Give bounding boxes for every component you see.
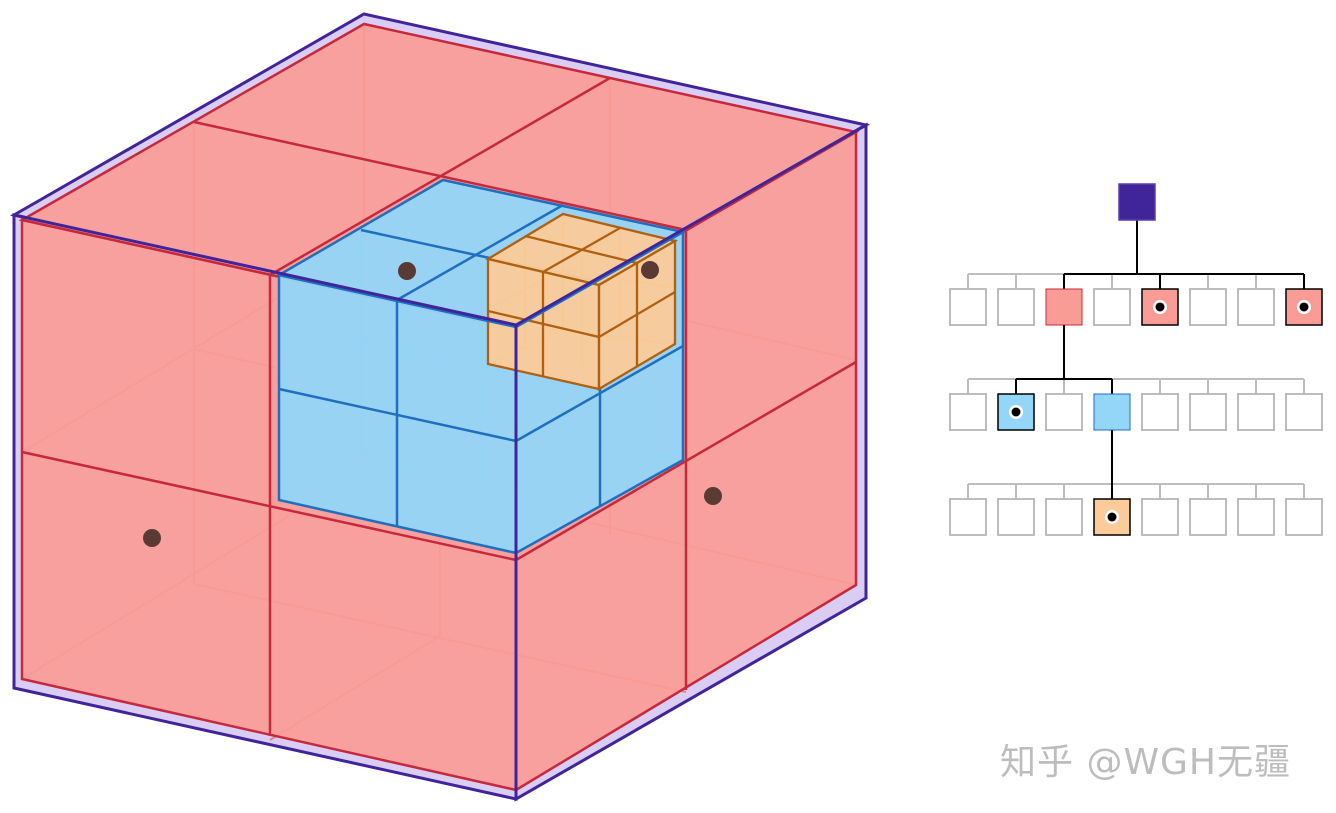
empty-node: [1093, 288, 1131, 326]
empty-node: [1141, 498, 1179, 536]
point-marker: [704, 487, 722, 505]
empty-node: [1189, 393, 1227, 431]
empty-node: [949, 288, 987, 326]
octree-tree: [949, 183, 1323, 536]
empty-node: [1189, 288, 1227, 326]
root-node: [1118, 183, 1156, 221]
level1-visible-grid: [21, 76, 857, 736]
empty-node: [1285, 498, 1323, 536]
node-dot-icon: [1011, 407, 1021, 417]
empty-node: [997, 288, 1035, 326]
node-dot-icon: [1107, 512, 1117, 522]
level2-visible-grid: [278, 203, 684, 527]
empty-node: [1141, 393, 1179, 431]
node-dot-icon: [1299, 302, 1309, 312]
empty-node: [1237, 393, 1275, 431]
empty-node: [1189, 498, 1227, 536]
point-marker: [143, 529, 161, 547]
subdivided-node: [1045, 288, 1083, 326]
point-marker: [641, 261, 659, 279]
point-marker: [398, 262, 416, 280]
level2-cube: [275, 178, 687, 556]
empty-node: [997, 498, 1035, 536]
level3-visible-grid: [487, 227, 676, 376]
level3-cube: [484, 212, 679, 392]
node-dot-icon: [1155, 302, 1165, 312]
empty-node: [1237, 288, 1275, 326]
empty-node: [1237, 498, 1275, 536]
empty-node: [949, 498, 987, 536]
empty-node: [1045, 393, 1083, 431]
octree-cube: [9, 12, 871, 802]
root-cube-front-edges: [13, 123, 867, 799]
empty-node: [1045, 498, 1083, 536]
empty-node: [1285, 393, 1323, 431]
subdivided-node: [1093, 393, 1131, 431]
watermark: 知乎 @WGH无疆: [1000, 742, 1292, 783]
empty-node: [949, 393, 987, 431]
